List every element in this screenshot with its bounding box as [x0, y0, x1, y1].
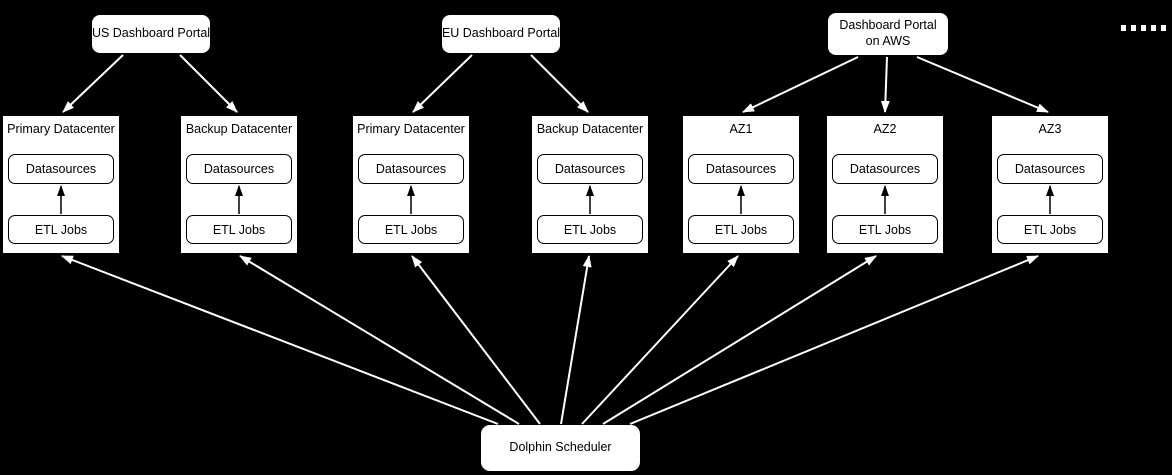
edge-scheduler-dc2: [239, 255, 520, 425]
more-indicator-ellipsis-icon: [1121, 25, 1166, 31]
portal-edges: [62, 54, 1049, 113]
etl-jobs-node: ETL Jobs: [186, 215, 292, 244]
datasources-node: Datasources: [688, 154, 794, 184]
portal-us-dashboard: US Dashboard Portal: [92, 15, 210, 53]
edge-scheduler-az2: [602, 255, 877, 425]
portal-aws-dashboard: Dashboard Portal on AWS: [828, 13, 948, 55]
dot: [1161, 25, 1166, 31]
edge-scheduler-dc1: [61, 255, 499, 425]
dot: [1121, 25, 1126, 31]
datasources-node: Datasources: [186, 154, 292, 184]
etl-jobs-node: ETL Jobs: [8, 215, 114, 244]
edge-euportal-dc4: [530, 54, 589, 113]
edge-usportal-dc2: [179, 54, 238, 113]
datacenter-title: AZ1: [729, 122, 753, 136]
edge-awsportal-az3: [916, 56, 1049, 113]
datacenter-az3: AZ3 Datasources ETL Jobs: [991, 115, 1109, 254]
etl-jobs-node: ETL Jobs: [832, 215, 938, 244]
etl-jobs-node: ETL Jobs: [997, 215, 1103, 244]
datasources-node: Datasources: [8, 154, 114, 184]
dot: [1151, 25, 1156, 31]
datacenter-title: Backup Datacenter: [536, 122, 644, 136]
datacenter-title: Primary Datacenter: [7, 122, 115, 136]
datacenter-az2: AZ2 Datasources ETL Jobs: [826, 115, 944, 254]
edge-awsportal-az1: [742, 56, 859, 113]
etl-jobs-node: ETL Jobs: [688, 215, 794, 244]
datacenter-title: Backup Datacenter: [185, 122, 293, 136]
edge-scheduler-az1: [581, 255, 739, 425]
edge-euportal-dc3: [412, 54, 473, 113]
portal-eu-dashboard: EU Dashboard Portal: [442, 15, 560, 53]
datasources-node: Datasources: [537, 154, 643, 184]
datacenter-title: AZ3: [1038, 122, 1062, 136]
scheduler-edges: [61, 255, 1039, 425]
datacenter-title: AZ2: [873, 122, 897, 136]
etl-jobs-node: ETL Jobs: [358, 215, 464, 244]
edge-usportal-dc1: [62, 54, 124, 113]
datacenter-eu-backup: Backup Datacenter Datasources ETL Jobs: [531, 115, 649, 254]
dot: [1131, 25, 1136, 31]
datacenter-az1: AZ1 Datasources ETL Jobs: [682, 115, 800, 254]
datasources-node: Datasources: [997, 154, 1103, 184]
dolphin-scheduler-node: Dolphin Scheduler: [481, 425, 640, 471]
datacenter-us-primary: Primary Datacenter Datasources ETL Jobs: [2, 115, 120, 254]
edge-scheduler-az3: [629, 255, 1039, 425]
edge-scheduler-dc3: [411, 255, 541, 425]
datasources-node: Datasources: [358, 154, 464, 184]
edge-scheduler-dc4: [560, 255, 592, 425]
datacenter-us-backup: Backup Datacenter Datasources ETL Jobs: [180, 115, 298, 254]
etl-jobs-node: ETL Jobs: [537, 215, 643, 244]
datasources-node: Datasources: [832, 154, 938, 184]
datacenter-eu-primary: Primary Datacenter Datasources ETL Jobs: [352, 115, 470, 254]
edge-awsportal-az2: [880, 56, 890, 113]
dot: [1141, 25, 1146, 31]
datacenter-title: Primary Datacenter: [357, 122, 465, 136]
